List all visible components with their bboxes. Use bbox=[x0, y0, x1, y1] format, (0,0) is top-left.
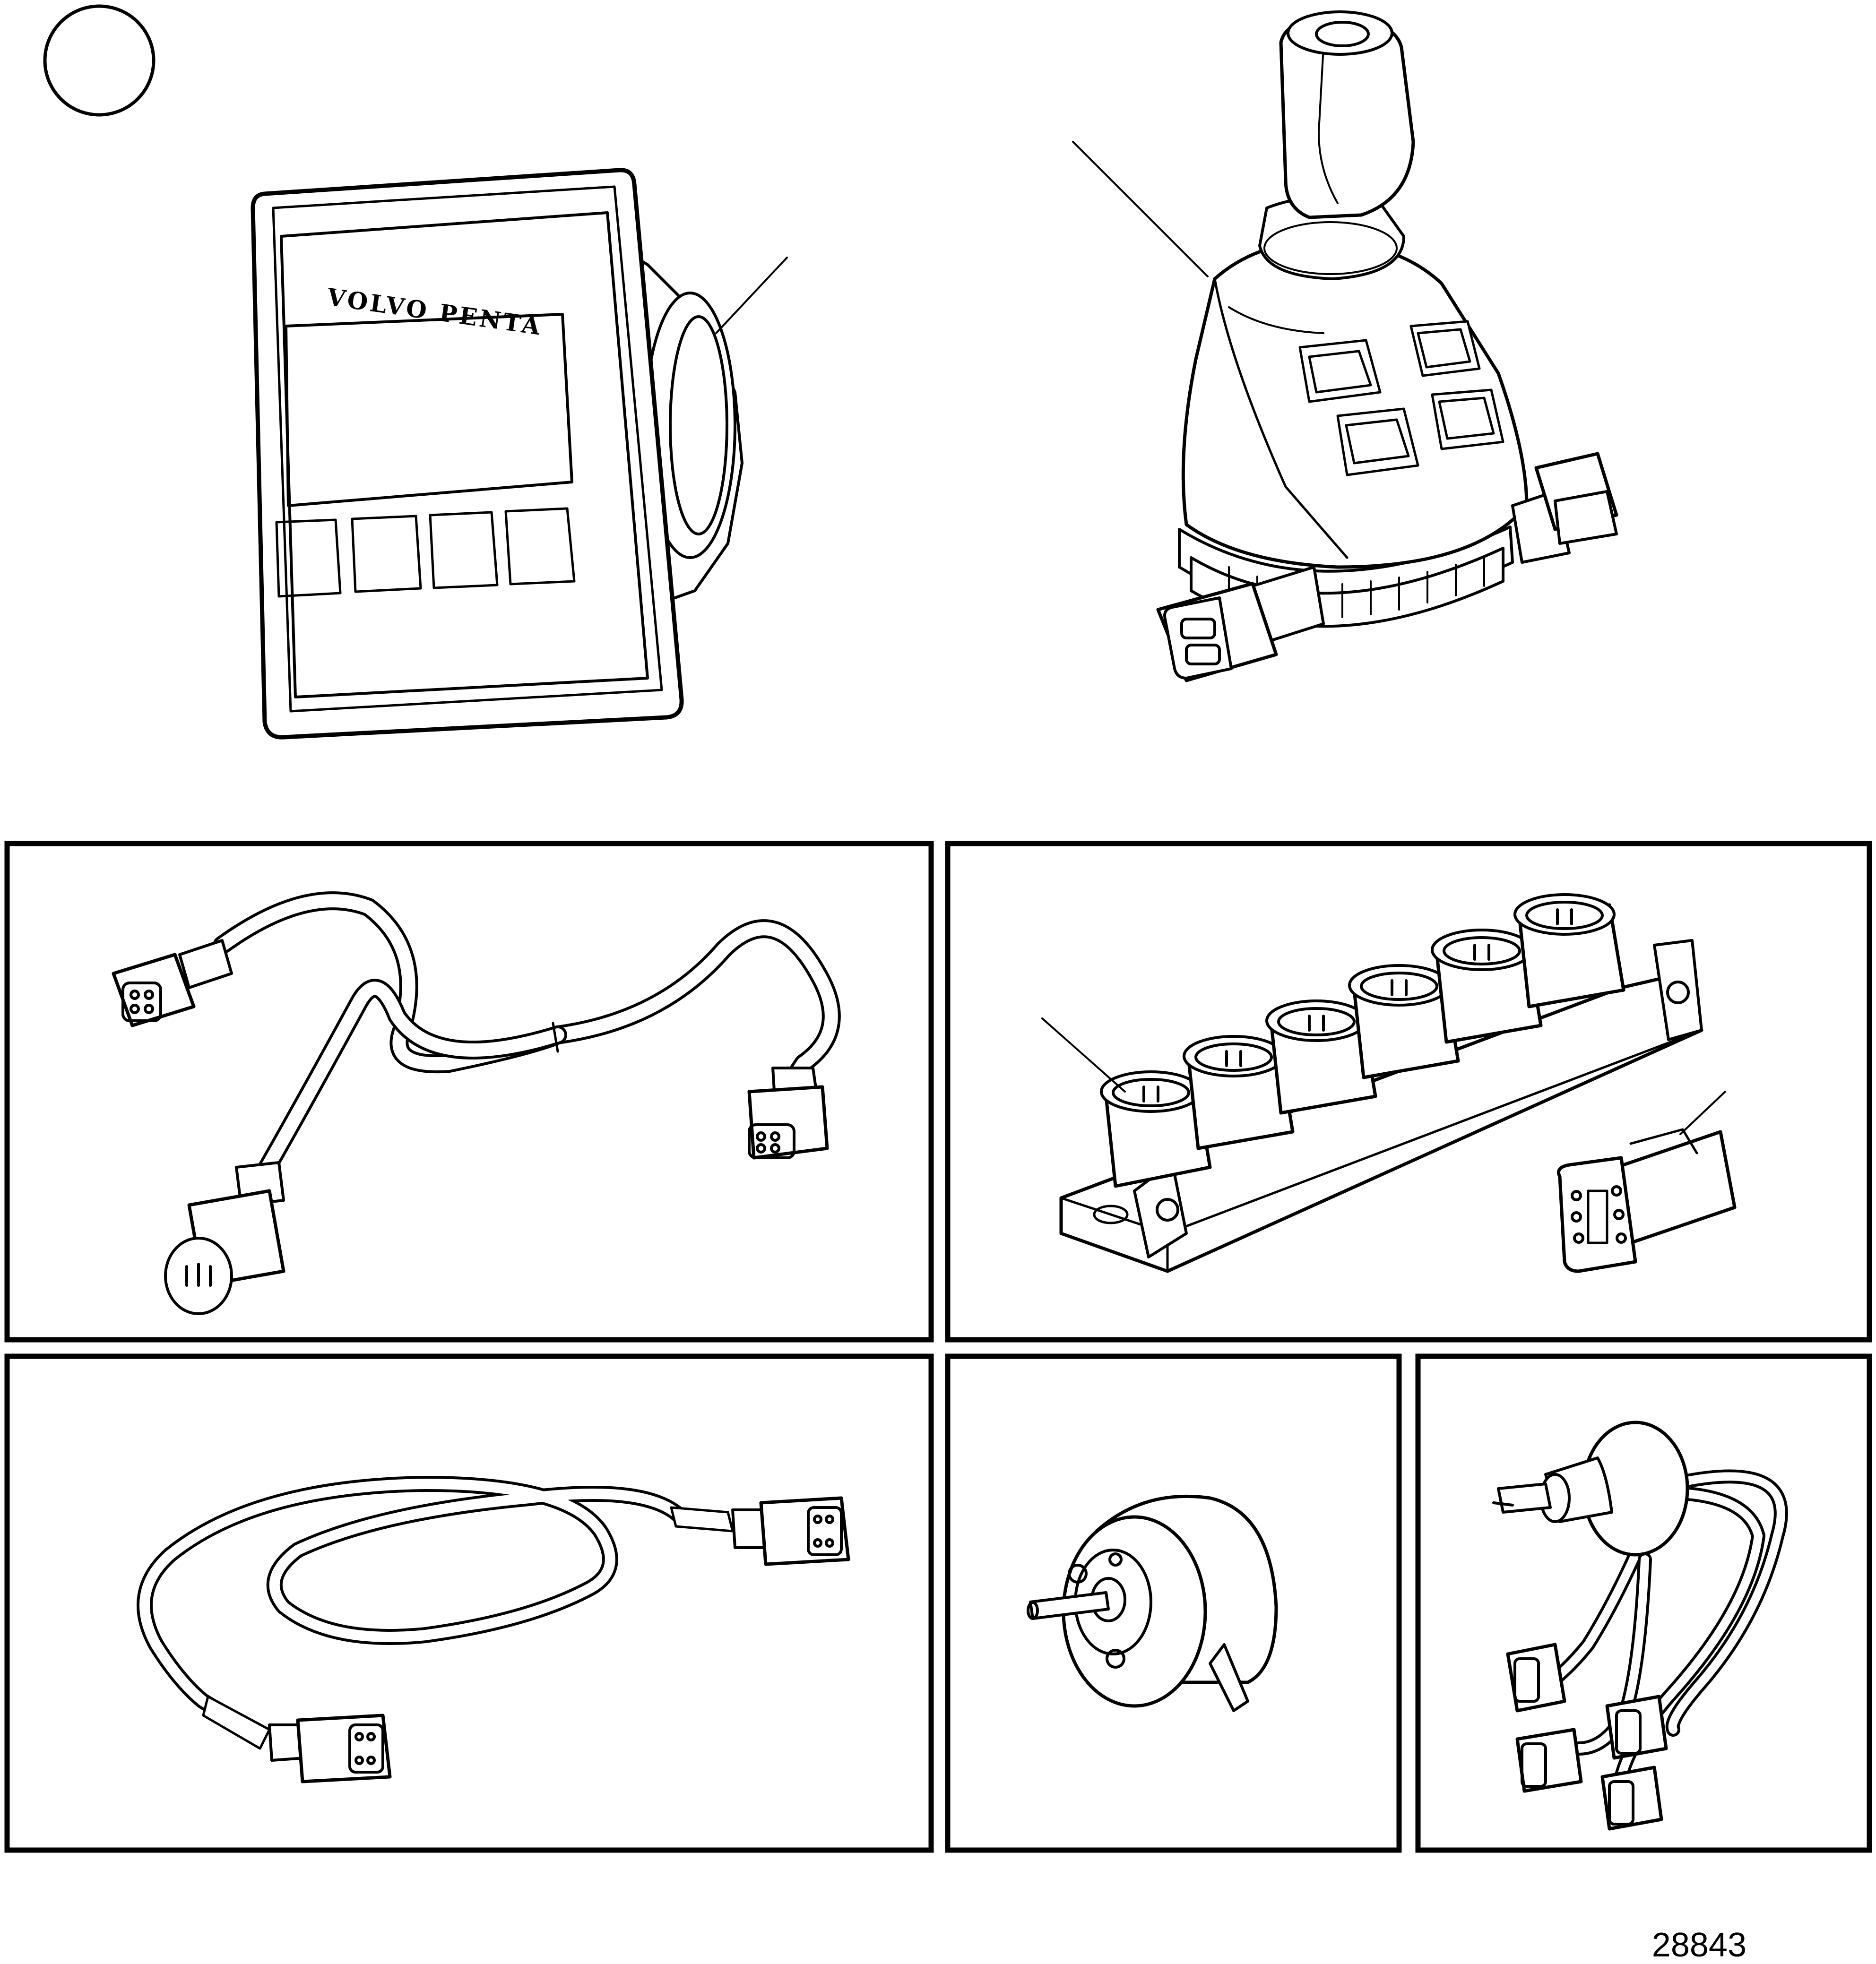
display-buttons bbox=[275, 507, 576, 598]
position-circle bbox=[43, 4, 156, 117]
joystick-connector-left bbox=[1156, 566, 1325, 682]
joystick-connector-right bbox=[1511, 452, 1618, 564]
y-harness bbox=[112, 891, 841, 1315]
extension-cable bbox=[137, 1476, 850, 1783]
sensor bbox=[1027, 1494, 1278, 1712]
sensor-harness bbox=[1492, 1421, 1788, 1831]
sensor-harness-connector-4 bbox=[1600, 1766, 1663, 1831]
leader-line bbox=[1072, 141, 1209, 277]
leader-line bbox=[1041, 1017, 1126, 1093]
sensor-harness-connector-3 bbox=[1515, 1728, 1583, 1793]
junction-block bbox=[1041, 893, 1737, 1273]
panel-sensor bbox=[945, 1353, 1402, 1853]
junction-sockets bbox=[1100, 893, 1625, 1188]
panel-harness-y bbox=[4, 841, 934, 1343]
joystick-buttons bbox=[1298, 320, 1504, 476]
socket-1 bbox=[1100, 1070, 1212, 1188]
joystick-unit bbox=[1072, 10, 1618, 682]
socket-5 bbox=[1431, 929, 1543, 1044]
figure-number: 28843 bbox=[1652, 1926, 1746, 1964]
socket-4 bbox=[1348, 964, 1460, 1079]
harness-connector-a bbox=[112, 939, 233, 1027]
sensor-harness-connector-1 bbox=[1506, 1643, 1566, 1713]
harness-connector-b bbox=[747, 1067, 829, 1160]
leader-line bbox=[715, 257, 788, 334]
panel-junction-block bbox=[945, 841, 1872, 1343]
loose-plug bbox=[1557, 1128, 1737, 1273]
display-unit: VOLVO PENTA bbox=[251, 168, 788, 740]
leader-line bbox=[1679, 1091, 1726, 1135]
socket-6 bbox=[1513, 893, 1625, 1008]
socket-2 bbox=[1183, 1035, 1295, 1150]
sensor-harness-connector-2 bbox=[1605, 1695, 1668, 1760]
panel-extension-cable bbox=[4, 1353, 934, 1853]
panel-sensor-harness bbox=[1415, 1353, 1872, 1853]
cable-connector-left bbox=[268, 1714, 392, 1783]
cable-connector-right bbox=[731, 1496, 850, 1566]
harness-connector-c bbox=[164, 1161, 285, 1315]
panel-frames bbox=[4, 841, 1872, 1853]
